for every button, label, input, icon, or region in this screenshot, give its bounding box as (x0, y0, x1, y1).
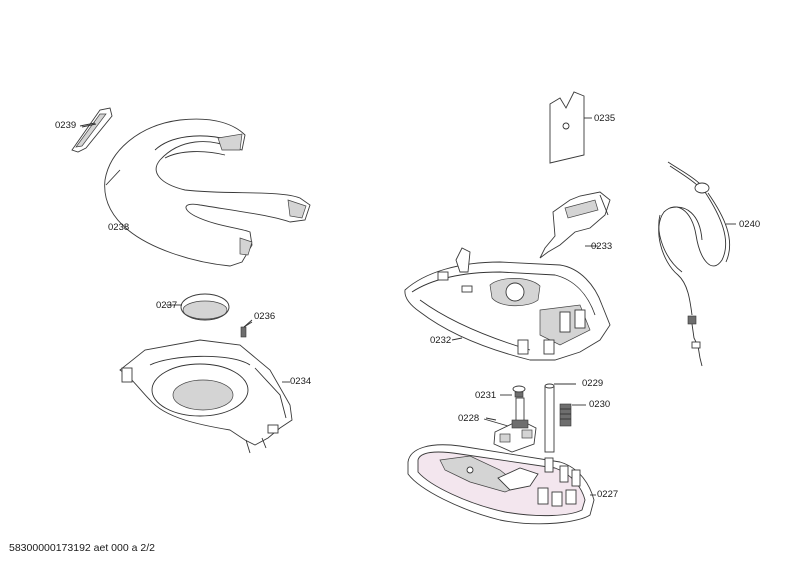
part-0239-drawing (71, 107, 113, 153)
document-footer-id: 58300000173192 aet 000 a 2/2 (9, 542, 155, 554)
label-0230: 0230 (589, 399, 611, 410)
part-0229-drawing (544, 383, 576, 453)
label-0229: 0229 (582, 378, 604, 389)
label-0238: 0238 (108, 222, 130, 233)
part-0227-drawing (407, 444, 596, 525)
label-0233: 0233 (591, 241, 613, 252)
part-0233-drawing (539, 191, 611, 259)
part-0228-drawing (483, 397, 537, 453)
part-0231-drawing (500, 385, 526, 398)
leader-0239 (81, 123, 97, 128)
leader-0236 (243, 321, 253, 328)
leader-0232 (451, 337, 463, 341)
label-0232: 0232 (430, 335, 452, 346)
leader-0228 (485, 417, 497, 421)
part-0237-drawing (166, 293, 230, 321)
label-0239: 0239 (55, 120, 77, 131)
part-0230-drawing (559, 403, 586, 427)
label-0231: 0231 (475, 390, 497, 401)
part-0240-drawing (658, 161, 736, 367)
label-0237: 0237 (156, 300, 178, 311)
part-0238-drawing (104, 118, 311, 267)
label-0234: 0234 (290, 376, 312, 387)
part-0232-drawing (404, 247, 611, 361)
part-0235-drawing (549, 91, 592, 164)
label-0228: 0228 (458, 413, 480, 424)
label-0235: 0235 (594, 113, 616, 124)
label-0236: 0236 (254, 311, 276, 322)
part-0234-drawing (119, 339, 293, 454)
label-0227: 0227 (597, 489, 619, 500)
label-0240: 0240 (739, 219, 761, 230)
